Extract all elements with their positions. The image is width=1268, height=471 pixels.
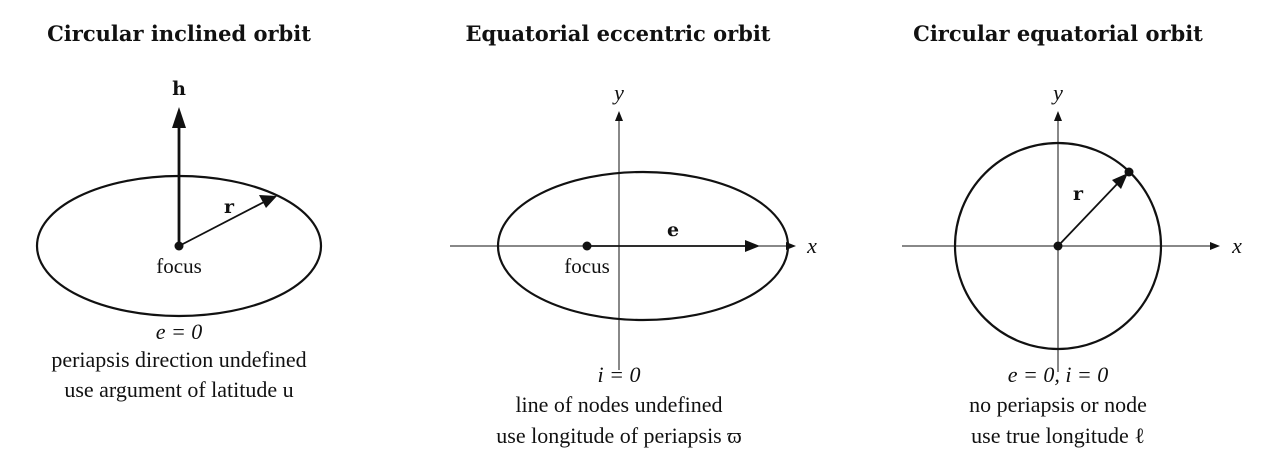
panel-title: Circular equatorial orbit (913, 21, 1203, 46)
x-axis-arrowhead (1210, 242, 1220, 250)
orbit-circle (953, 141, 1163, 351)
y-axis-label: y (1051, 80, 1063, 105)
panel-circular-equatorial: Circular equatorial orbit x y r e = 0, i… (902, 21, 1242, 448)
position-vector (178, 201, 265, 247)
panel-title: Equatorial eccentric orbit (465, 21, 770, 46)
panel-title: Circular inclined orbit (47, 21, 311, 46)
orbiting-body (1124, 167, 1134, 177)
r-arrowhead (1112, 173, 1128, 189)
focus-point (174, 241, 184, 251)
position-vector (1057, 181, 1120, 247)
vector-r-label: r (1073, 183, 1084, 205)
focus-label: focus (564, 254, 610, 278)
orbit-ellipse (496, 170, 790, 322)
caption-line-2: use true longitude ℓ (971, 423, 1145, 448)
e-arrowhead (745, 240, 760, 252)
caption-line-2: use longitude of periapsis ϖ (496, 423, 741, 448)
condition-label: i = 0 (598, 362, 641, 387)
caption-line-1: line of nodes undefined (515, 392, 722, 417)
condition-label: e = 0 (156, 319, 203, 344)
y-axis-arrowhead (615, 111, 623, 121)
x-axis-label: x (806, 233, 817, 258)
focus-label: focus (156, 254, 202, 278)
r-arrowhead (259, 195, 277, 208)
caption-line-1: no periapsis or node (969, 392, 1147, 417)
y-axis-label: y (612, 80, 624, 105)
caption-line-1: periapsis direction undefined (51, 347, 306, 372)
vector-h-label: h (172, 78, 186, 100)
central-point (1053, 241, 1063, 251)
panel-equatorial-eccentric: Equatorial eccentric orbit x y e focus i… (450, 21, 817, 448)
x-axis-label: x (1231, 233, 1242, 258)
y-axis-arrowhead (1054, 111, 1062, 121)
caption-line-2: use argument of latitude u (64, 377, 293, 402)
panel-circular-inclined: Circular inclined orbit h r focus e = 0 … (35, 21, 323, 402)
condition-label: e = 0, i = 0 (1008, 362, 1109, 387)
h-arrowhead (172, 107, 186, 128)
vector-e-label: e (667, 219, 679, 241)
vector-r-label: r (224, 196, 235, 218)
focus-point (582, 241, 592, 251)
